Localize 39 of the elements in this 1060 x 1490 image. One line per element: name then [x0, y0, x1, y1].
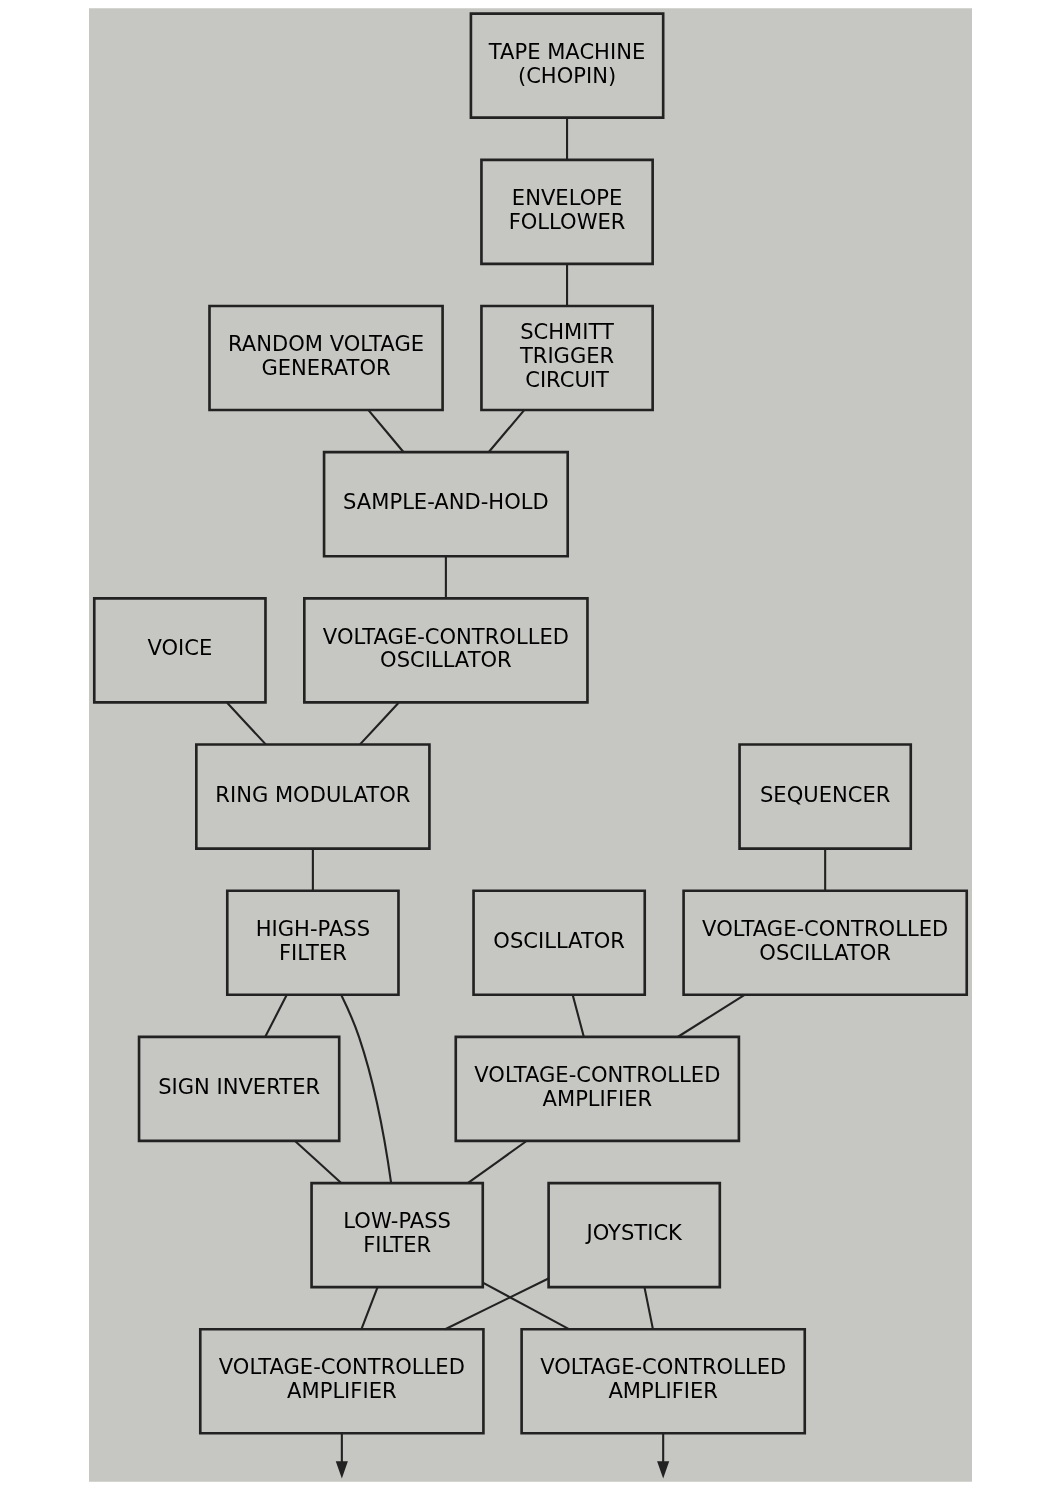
- node-box: TAPE MACHINE (CHOPIN): [469, 12, 664, 119]
- connector: [294, 1140, 342, 1184]
- connector: [823, 848, 826, 891]
- connector: [311, 848, 314, 891]
- connector: [444, 1277, 549, 1331]
- connector: [481, 1281, 569, 1331]
- connector: [225, 702, 267, 746]
- connector: [565, 118, 568, 160]
- connector: [263, 994, 288, 1038]
- connector: [565, 264, 568, 306]
- node-box: VOLTAGE-CONTROLLED AMPLIFIER: [198, 1327, 485, 1435]
- node-box: ENVELOPE FOLLOWER: [479, 158, 654, 266]
- node-box: SCHMITT TRIGGER CIRCUIT: [479, 304, 654, 412]
- node-box: OSCILLATOR: [471, 889, 646, 997]
- node-box: SIGN INVERTER: [137, 1035, 341, 1143]
- node-box: LOW-PASS FILTER: [309, 1181, 484, 1289]
- connector: [466, 1140, 527, 1184]
- connector: [358, 702, 399, 746]
- connector: [367, 409, 404, 453]
- node-box: VOLTAGE-CONTROLLED AMPLIFIER: [519, 1327, 806, 1435]
- connector: [359, 1287, 378, 1330]
- node-box: SAMPLE-AND-HOLD: [322, 450, 569, 558]
- node-box: RING MODULATOR: [194, 743, 431, 850]
- connector: [487, 409, 525, 453]
- node-box: SEQUENCER: [737, 743, 912, 850]
- arrow: [335, 1433, 348, 1479]
- connector: [339, 994, 392, 1184]
- node-box: VOLTAGE-CONTROLLED OSCILLATOR: [681, 889, 968, 997]
- node-box: JOYSTICK: [546, 1181, 721, 1289]
- node-box: VOLTAGE-CONTROLLED AMPLIFIER: [453, 1035, 740, 1143]
- arrow: [656, 1433, 669, 1479]
- connector: [571, 994, 585, 1037]
- node-box: VOLTAGE-CONTROLLED OSCILLATOR: [302, 597, 589, 704]
- node-box: RANDOM VOLTAGE GENERATOR: [207, 304, 444, 412]
- connector: [444, 556, 447, 599]
- connector: [642, 1287, 654, 1330]
- node-box: VOICE: [92, 597, 267, 704]
- connector: [676, 994, 745, 1038]
- node-box: HIGH-PASS FILTER: [225, 889, 400, 997]
